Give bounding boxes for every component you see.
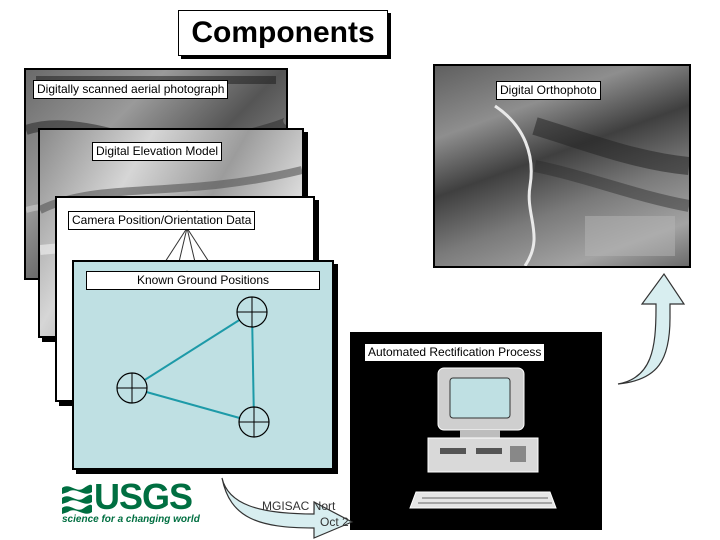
ground-point-marker xyxy=(236,296,268,328)
orthophoto-label: Digital Orthophoto xyxy=(496,81,601,100)
ground-point-marker xyxy=(116,372,148,404)
page-title: Components xyxy=(178,10,388,56)
dem-label: Digital Elevation Model xyxy=(92,142,223,161)
curved-up-arrow xyxy=(617,272,686,385)
ground-point-marker xyxy=(238,406,270,438)
ground-positions-label: Known Ground Positions xyxy=(86,271,320,290)
computer-icon xyxy=(409,367,557,509)
usgs-wordmark: USGS xyxy=(94,476,193,517)
ground-positions-panel xyxy=(72,260,334,470)
orthophoto-image xyxy=(494,104,689,266)
ground-control-diagram xyxy=(116,296,270,438)
camera-label: Camera Position/Orientation Data xyxy=(68,211,256,230)
curved-right-arrow xyxy=(221,477,354,539)
usgs-logo: USGS science for a changing world xyxy=(62,476,200,528)
footer-line-2: Oct 2 xyxy=(320,515,349,529)
footer-text: MGISAC Nort Oct 2 xyxy=(262,498,350,530)
usgs-tagline: science for a changing world xyxy=(62,514,200,525)
rectification-panel xyxy=(350,332,602,530)
usgs-wave-icon xyxy=(62,484,92,514)
rectification-label: Automated Rectification Process xyxy=(364,343,546,362)
aerial-photo-label: Digitally scanned aerial photograph xyxy=(33,80,229,99)
orthophoto-panel xyxy=(433,64,691,268)
footer-line-1: MGISAC Nort xyxy=(262,499,336,513)
